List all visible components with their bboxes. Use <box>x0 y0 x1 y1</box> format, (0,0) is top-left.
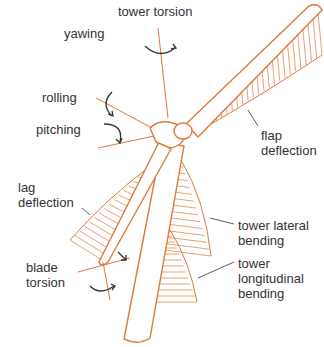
leader-line <box>82 208 90 215</box>
part-label: flap deflection <box>261 128 321 158</box>
hatch-stroke <box>298 33 301 68</box>
yaw-arrow <box>145 46 175 54</box>
hatch-stroke <box>157 296 195 297</box>
lateral-bending-curve <box>181 160 211 256</box>
pitch-arrowhead <box>116 138 122 143</box>
part-label: blade torsion <box>26 260 76 290</box>
hatch-stroke <box>161 272 186 273</box>
hatch-stroke <box>99 213 120 225</box>
hatch-stroke <box>313 17 317 58</box>
upper-blade <box>186 5 322 137</box>
blade-torsion-arrow <box>90 286 114 291</box>
lower-blade <box>99 140 171 265</box>
hub <box>174 123 192 139</box>
hatch-stroke <box>277 54 280 81</box>
part-label: rolling <box>42 90 97 105</box>
hatch-stroke <box>156 302 197 303</box>
hatch-stroke <box>287 43 290 74</box>
blade-axis <box>103 262 110 300</box>
leader-lines <box>82 110 258 278</box>
hatch-stroke <box>282 49 285 78</box>
hatch-stroke <box>272 59 274 84</box>
hatch-stroke <box>94 218 117 231</box>
hatch-stroke <box>262 70 264 92</box>
part-label: tower torsion <box>118 4 208 19</box>
hatch-stroke <box>170 218 201 222</box>
lag-arrow <box>118 252 126 260</box>
leader-line <box>248 110 258 126</box>
turbine-body <box>99 5 322 343</box>
hatch-stroke <box>80 231 108 248</box>
hatch-stroke <box>318 12 322 55</box>
deflection-hatching <box>70 12 322 302</box>
hatch-stroke <box>303 28 306 65</box>
roll-arrow <box>106 92 112 116</box>
hatch-stroke <box>164 254 179 255</box>
part-label: lag deflection <box>18 180 84 210</box>
hatch-stroke <box>166 237 206 242</box>
part-label: tower longitudinal bending <box>238 256 320 301</box>
blade-torsion-arrowhead <box>111 284 115 290</box>
hatch-stroke <box>173 199 194 202</box>
leader-line <box>198 262 234 278</box>
hatch-stroke <box>165 248 177 249</box>
hatch-stroke <box>162 266 184 267</box>
hatch-stroke <box>70 240 102 260</box>
hatch-stroke <box>267 64 269 87</box>
roll-arrowhead <box>108 111 113 116</box>
hatch-stroke <box>159 284 190 285</box>
yaw-arrowhead <box>171 44 176 49</box>
longitudinal-bending-curve <box>170 230 197 302</box>
hatch-stroke <box>172 205 196 208</box>
hatch-stroke <box>85 227 111 243</box>
hatch-stroke <box>293 38 296 71</box>
part-label: tower lateral bending <box>238 218 320 248</box>
part-label: yawing <box>64 26 124 41</box>
hatch-stroke <box>174 192 191 194</box>
hatch-stroke <box>75 236 105 255</box>
part-label: pitching <box>36 122 98 137</box>
motion-axes <box>78 28 168 300</box>
rotation-arrows <box>90 44 176 291</box>
hatch-stroke <box>308 22 312 61</box>
hatch-stroke <box>257 75 259 95</box>
leader-line <box>210 218 234 224</box>
hatch-stroke <box>164 250 211 256</box>
yaw-axis <box>158 28 168 118</box>
hatch-stroke <box>171 211 198 214</box>
deflection-outlines <box>70 55 322 302</box>
lag-arrowhead <box>121 255 126 260</box>
hatch-stroke <box>158 290 193 291</box>
hatch-stroke <box>160 278 188 279</box>
pitch-axis <box>98 136 154 148</box>
hatch-stroke <box>165 244 209 250</box>
hatch-stroke <box>169 224 203 228</box>
pitch-arrow <box>104 124 121 142</box>
hatch-stroke <box>163 260 181 261</box>
hatch-stroke <box>90 222 115 237</box>
